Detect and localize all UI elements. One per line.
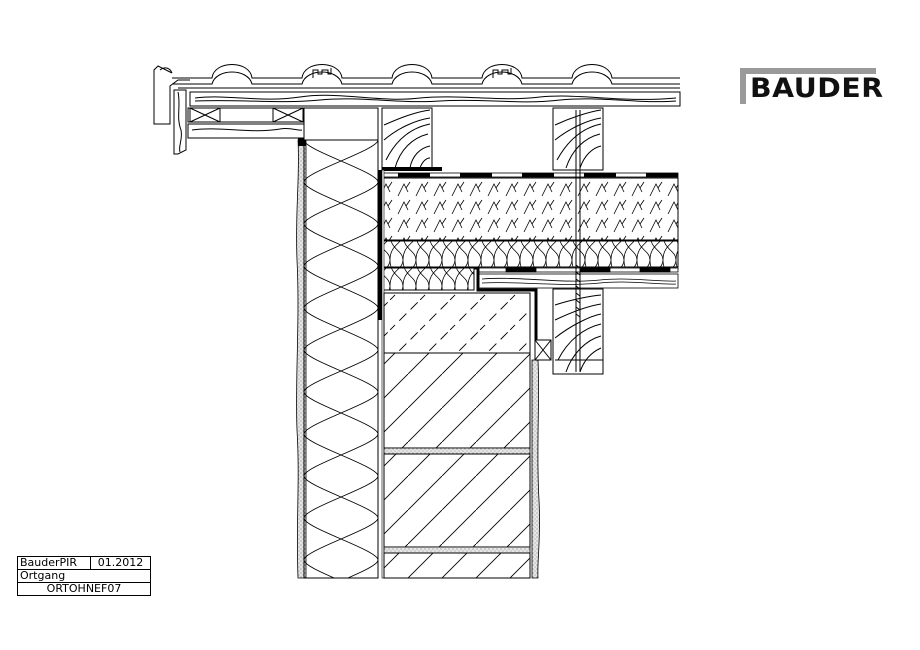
logo-wordmark: BAUDER (750, 73, 884, 104)
wall-plate (534, 339, 552, 361)
verge-board (173, 89, 187, 155)
title-block-row-1: BauderPIR 01.2012 (18, 557, 150, 570)
counter-battens (187, 107, 305, 139)
pir-insulation (381, 167, 679, 241)
product-name: BauderPIR (18, 557, 91, 569)
tile-battens (189, 91, 681, 107)
detail-name: Ortgang (20, 569, 66, 582)
inner-plaster (531, 359, 540, 579)
logo-bar-left (740, 68, 746, 104)
drawing-code: ORTOHNEF07 (46, 582, 122, 595)
roof-tiles (153, 64, 680, 125)
logo-bar-top (740, 68, 876, 74)
fastener-screw (575, 110, 581, 372)
title-block: BauderPIR 01.2012 Ortgang ORTOHNEF07 (17, 556, 151, 596)
rafter-left (381, 107, 433, 171)
masonry-wall (383, 292, 531, 579)
lower-membrane (474, 266, 679, 360)
external-wall-insulation (303, 107, 379, 579)
mineral-wool-layer (381, 240, 679, 291)
rafter-right-upper (552, 107, 604, 171)
vertical-membrane (378, 169, 385, 579)
drawing-date: 01.2012 (97, 556, 144, 569)
title-block-row-2: Ortgang (18, 570, 150, 583)
title-block-row-3: ORTOHNEF07 (18, 583, 150, 595)
bauder-logo: BAUDER (740, 68, 883, 104)
